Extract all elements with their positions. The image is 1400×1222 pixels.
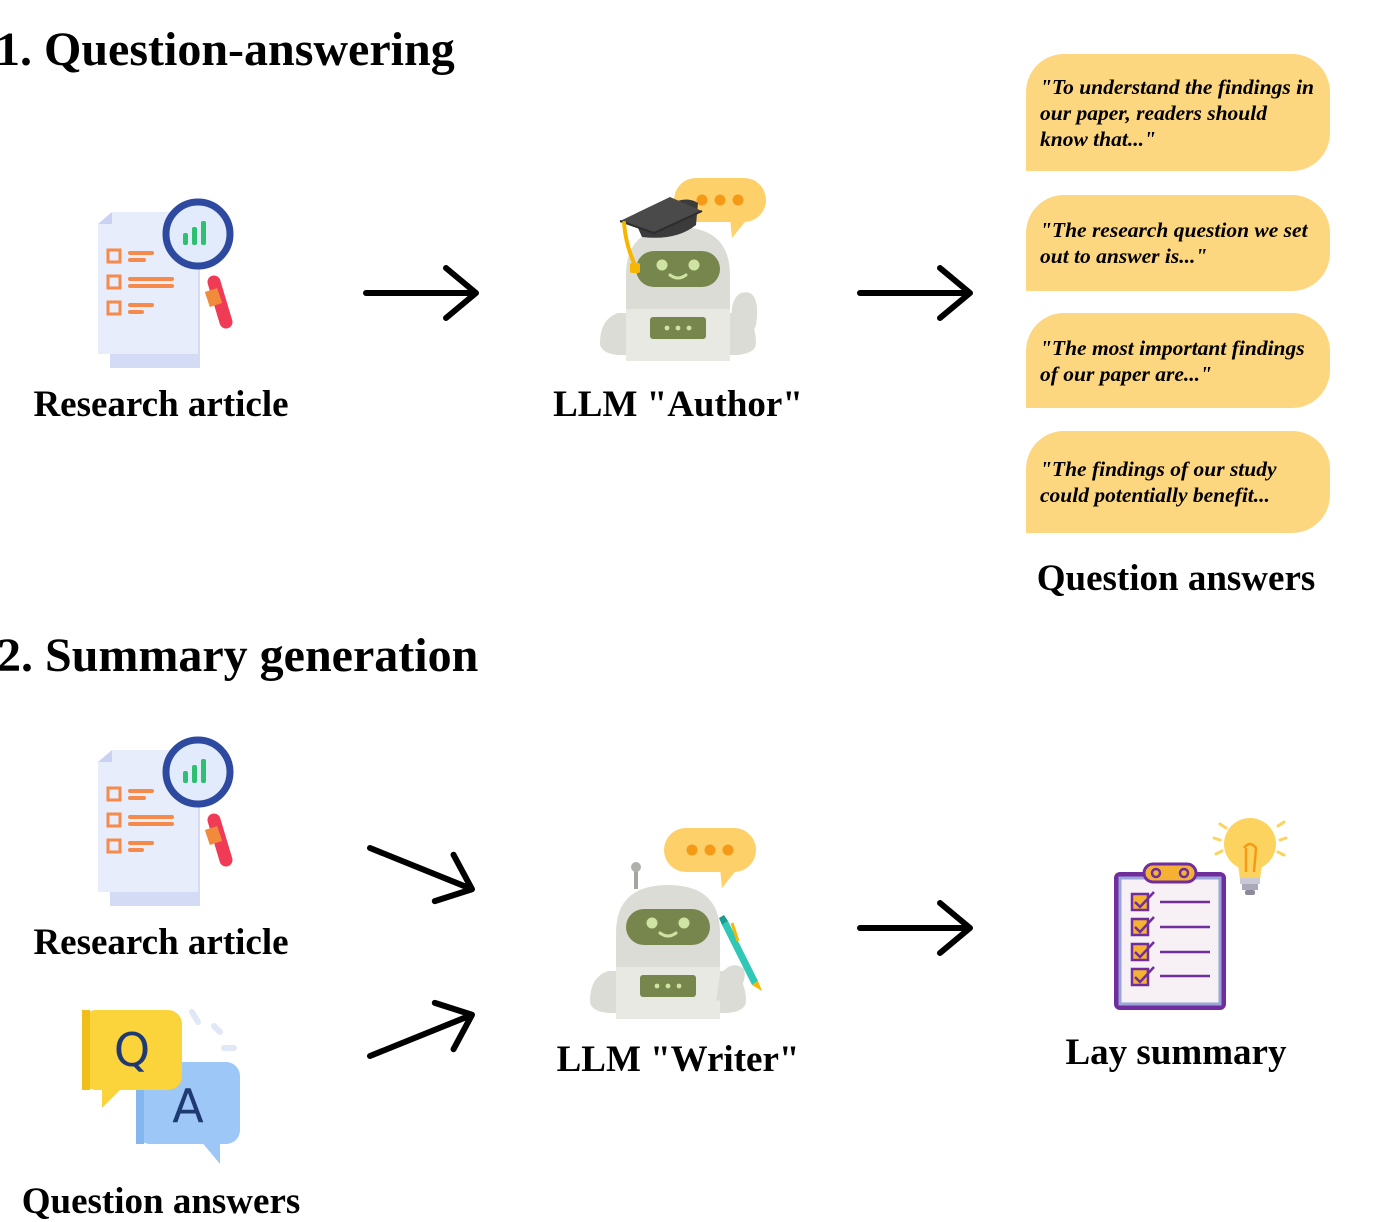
document-magnifier-icon <box>98 736 258 906</box>
pen-icon <box>719 915 762 991</box>
lightbulb-icon <box>1212 818 1288 895</box>
lay-summary-label: Lay summary <box>1065 1032 1287 1073</box>
qa-letter-q: Q <box>114 1023 150 1077</box>
robot-writer-icon <box>588 828 762 1021</box>
qa-bubbles-icon: A Q <box>82 1009 240 1164</box>
answer-bubble-3: "The most important findings of our pape… <box>1026 313 1330 408</box>
arrow-right-icon <box>860 263 980 323</box>
question-answers-label-2: Question answers <box>21 1181 301 1222</box>
research-article-label-2: Research article <box>33 922 289 963</box>
graduation-cap-icon <box>619 197 703 273</box>
section-1-title: 1. Question-answering <box>0 23 455 76</box>
research-article-label: Research article <box>33 384 289 425</box>
llm-author-label: LLM "Author" <box>553 384 803 425</box>
robot-author-icon <box>598 178 766 363</box>
document-magnifier-icon <box>98 198 258 368</box>
section-2-title: 2. Summary generation <box>0 629 479 682</box>
answer-bubble-2: "The research question we set out to ans… <box>1026 195 1330 291</box>
arrow-right-icon <box>860 898 980 958</box>
clipboard-checklist-icon <box>1114 818 1288 1010</box>
answer-bubble-1: "To understand the findings in our paper… <box>1026 54 1330 171</box>
qa-letter-a: A <box>172 1079 204 1133</box>
arrow-down-right-icon <box>370 848 490 928</box>
arrow-right-icon <box>366 263 486 323</box>
answer-bubble-4: "The findings of our study could potenti… <box>1026 431 1330 533</box>
arrow-up-right-icon <box>370 1000 490 1080</box>
question-answers-label: Question answers <box>1036 558 1316 599</box>
llm-writer-label: LLM "Writer" <box>556 1039 800 1080</box>
